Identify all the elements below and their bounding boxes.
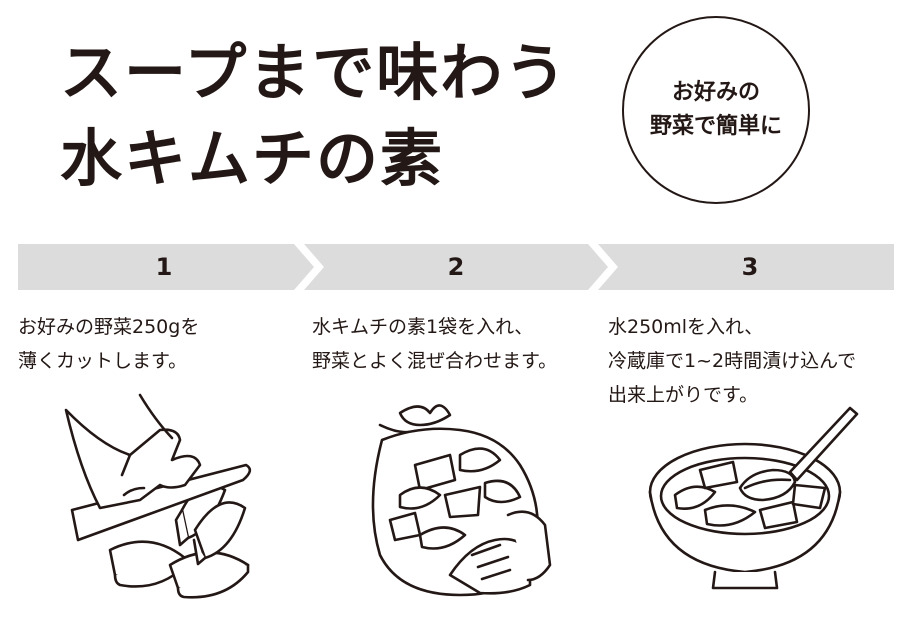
step-3-line-2: 冷蔵庫で1~2時間漬け込んで: [608, 350, 857, 372]
page-title: スープまで味わう 水キムチの素: [60, 30, 568, 202]
step-1-number: 1: [155, 253, 173, 281]
badge-line-1: お好みの: [671, 80, 760, 105]
mixing-in-bag-illustration: [371, 404, 552, 597]
step-3-chevron: [598, 244, 894, 290]
title-line-2: 水キムチの素: [60, 122, 445, 195]
step-3-line-3: 出来上がりです。: [608, 384, 759, 406]
step-2-text: 水キムチの素1袋を入れ、 野菜とよく混ぜ合わせます。: [312, 310, 557, 378]
step-1-text: お好みの野菜250gを 薄くカットします。: [18, 310, 199, 378]
step-2-number: 2: [447, 253, 465, 281]
step-1-line-1: お好みの野菜250gを: [18, 316, 200, 338]
cutting-vegetables-illustration: [64, 393, 252, 599]
badge-line-2: 野菜で簡単に: [649, 114, 782, 139]
step-3-line-1: 水250mlを入れ、: [608, 316, 764, 338]
bowl-with-spoon-illustration: [648, 406, 859, 590]
title-line-1: スープまで味わう: [60, 36, 569, 109]
step-1-chevron: [18, 244, 314, 290]
feature-badge: お好みの 野菜で簡単に: [622, 16, 810, 204]
step-2-line-1: 水キムチの素1袋を入れ、: [312, 316, 534, 338]
step-3-text: 水250mlを入れ、 冷蔵庫で1~2時間漬け込んで 出来上がりです。: [608, 310, 856, 412]
step-3-number: 3: [741, 253, 759, 281]
steps-bar-background: [18, 244, 894, 290]
step-2-line-2: 野菜とよく混ぜ合わせます。: [312, 350, 558, 372]
steps-bar: 1 2 3: [18, 244, 894, 290]
step-2-chevron: [304, 244, 608, 290]
step-1-line-2: 薄くカットします。: [18, 350, 188, 372]
